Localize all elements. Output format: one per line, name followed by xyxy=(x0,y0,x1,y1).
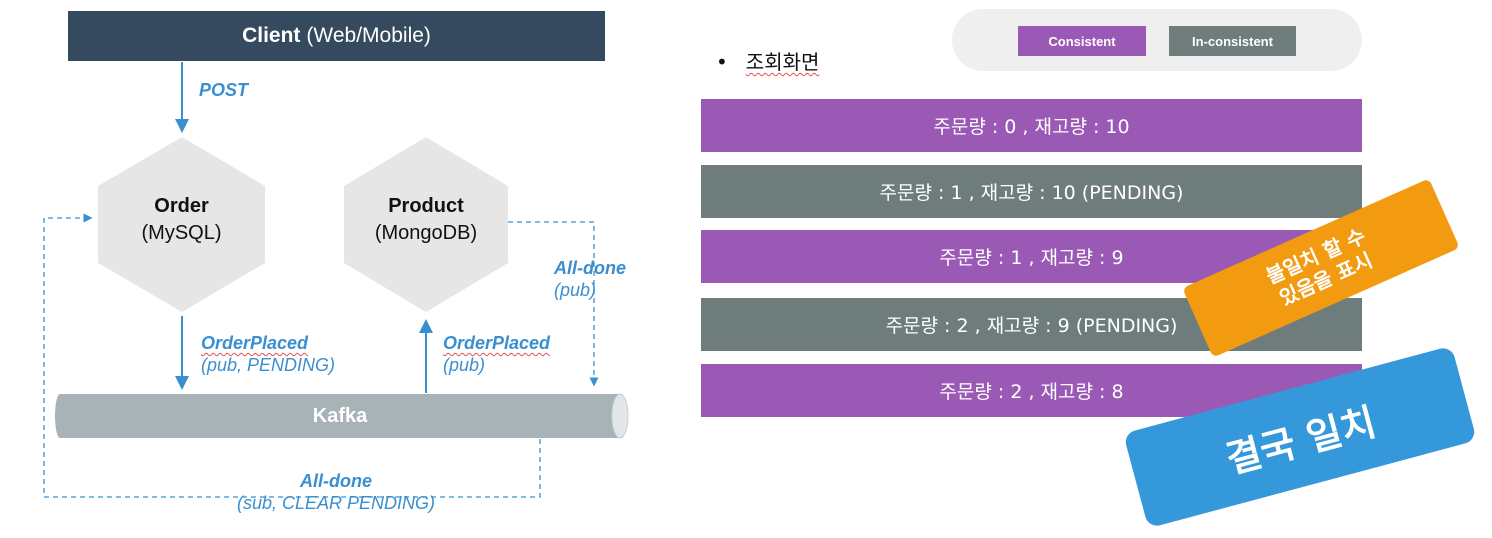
client-title: Client xyxy=(242,24,301,47)
client-box[interactable]: Client (Web/Mobile) xyxy=(68,11,605,61)
order-hexagon[interactable] xyxy=(98,137,265,312)
legend-inconsistent: In-consistent xyxy=(1169,26,1296,56)
state-row-1: 주문량 : 0 , 재고량 : 10 xyxy=(701,99,1362,152)
legend xyxy=(952,9,1362,71)
kafka-to-order-dashed-arrow xyxy=(43,213,541,498)
kafka-label: Kafka xyxy=(312,404,368,427)
product-to-kafka-dashed-arrow xyxy=(508,221,599,387)
client-subtitle: (Web/Mobile) xyxy=(306,24,431,47)
kafka-cylinder[interactable] xyxy=(55,393,629,439)
legend-consistent: Consistent xyxy=(1018,26,1146,56)
order-placed-left-label: OrderPlaced (pub, PENDING) xyxy=(201,333,336,375)
product-service-db: (MongoDB) xyxy=(374,222,478,244)
post-label: POST xyxy=(199,80,249,100)
all-done-right-label: All-done (pub) xyxy=(554,258,626,300)
product-hexagon[interactable] xyxy=(344,137,508,312)
state-row-2: 주문량 : 1 , 재고량 : 10 (PENDING) xyxy=(701,165,1362,218)
order-placed-right-label: OrderPlaced (pub) xyxy=(443,333,551,375)
bullet-item: •조회화면 xyxy=(716,50,820,74)
product-service-name: Product xyxy=(388,195,464,217)
order-service-label: Order (MySQL) xyxy=(98,193,265,247)
bullet-text: 조회화면 xyxy=(745,50,820,74)
all-done-bottom-label: All-done (sub, CLEAR PENDING) xyxy=(236,471,436,513)
product-service-label: Product (MongoDB) xyxy=(344,193,508,247)
order-service-name: Order xyxy=(154,195,209,217)
order-service-db: (MySQL) xyxy=(141,222,222,244)
